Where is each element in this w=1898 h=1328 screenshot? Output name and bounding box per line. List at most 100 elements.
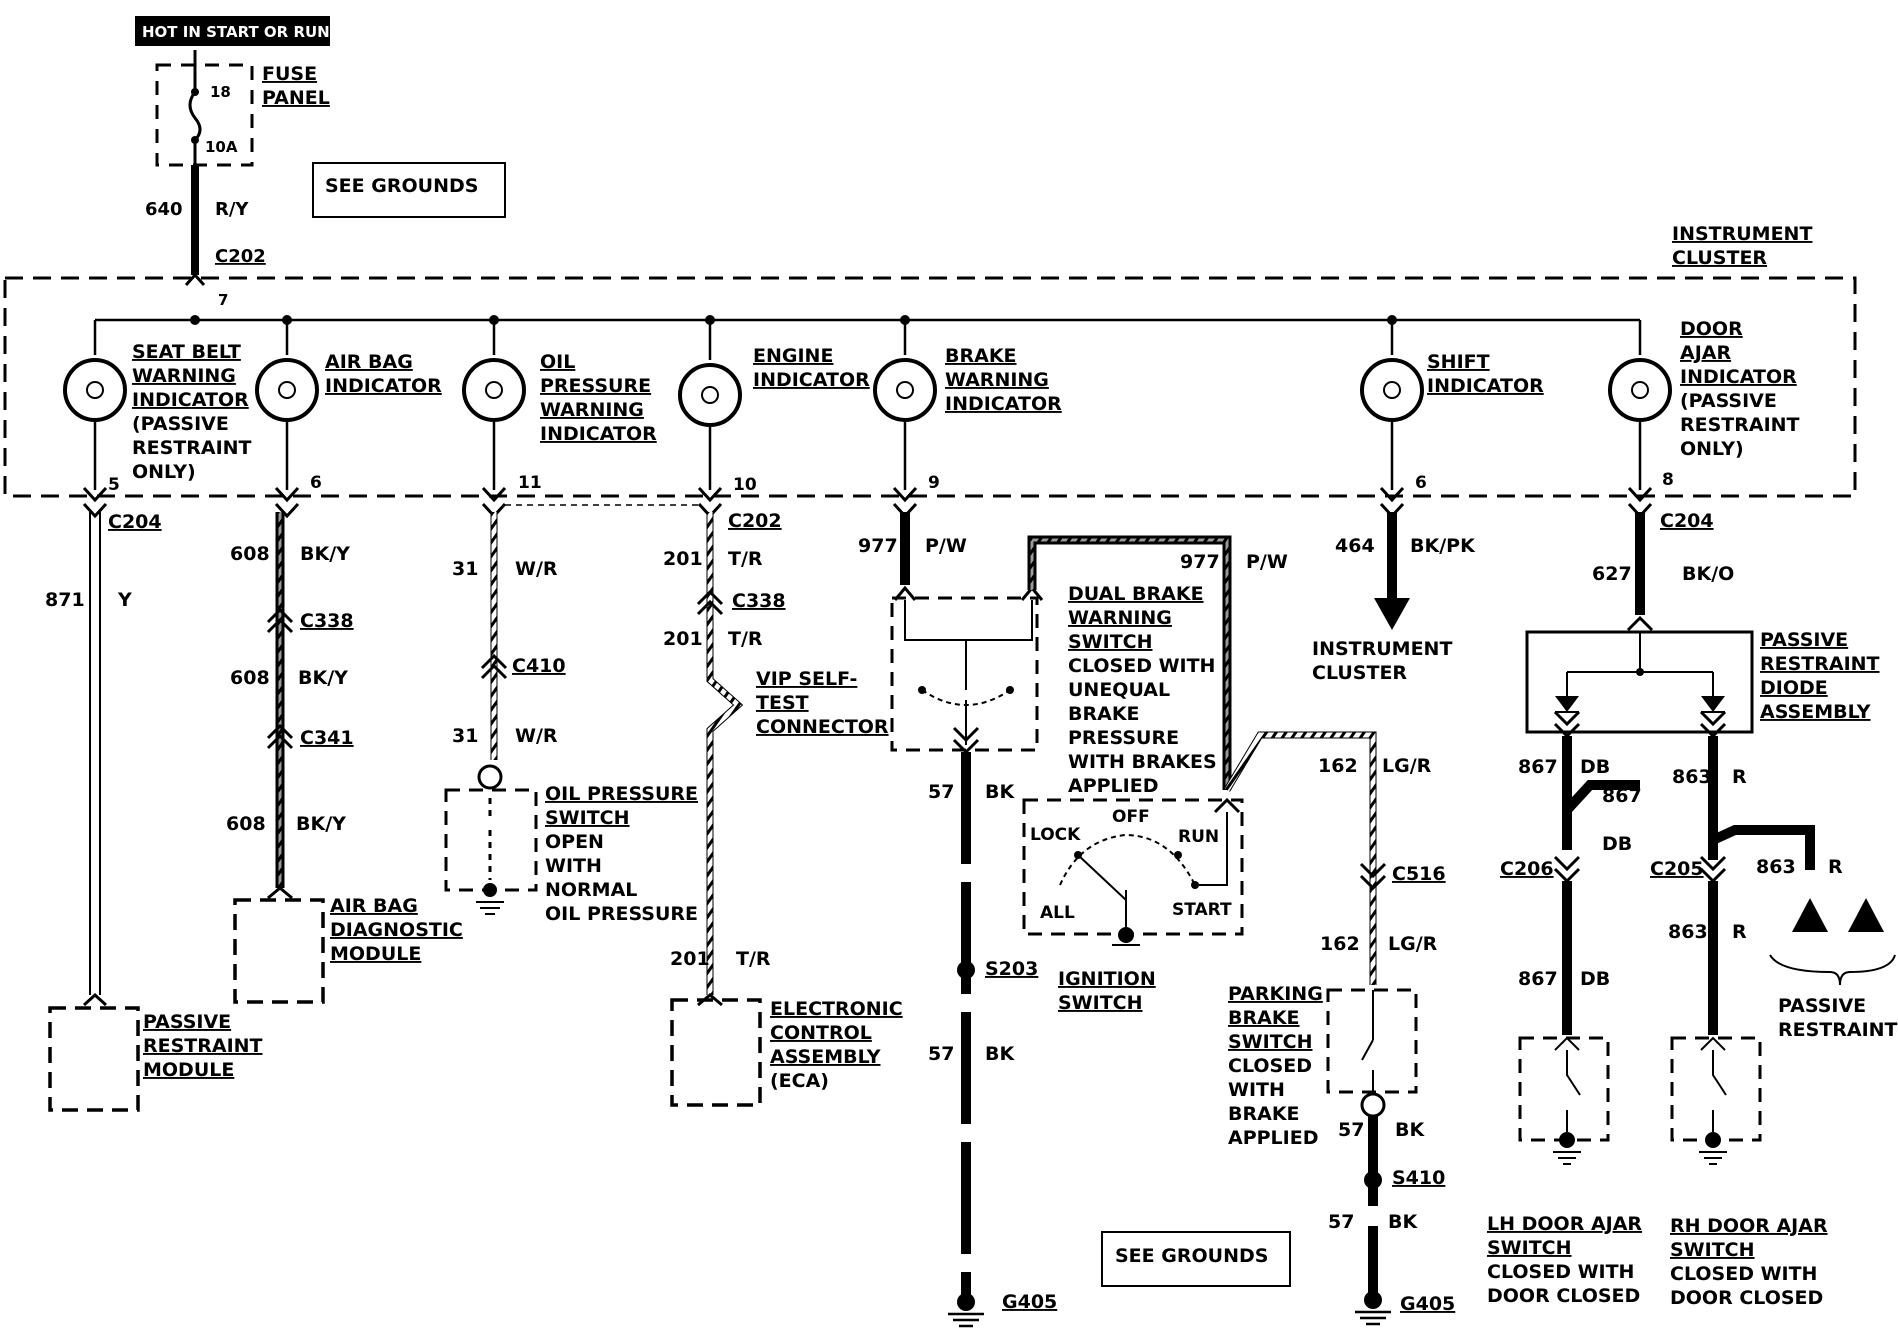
svg-text:RESTRAINT: RESTRAINT bbox=[1680, 414, 1800, 436]
svg-text:PASSIVE: PASSIVE bbox=[143, 1011, 231, 1033]
wire-201-circuit-c: 201 bbox=[670, 948, 710, 970]
svg-text:TEST: TEST bbox=[756, 692, 809, 714]
oil-switch-ground-dot bbox=[483, 883, 497, 897]
svg-text:OPEN: OPEN bbox=[545, 831, 604, 853]
wire-867-color-b: DB bbox=[1602, 833, 1632, 855]
wire-464-circuit: 464 bbox=[1335, 535, 1375, 557]
eca-box bbox=[670, 998, 762, 1107]
wire-871 bbox=[89, 512, 101, 995]
c206-chevrons bbox=[1553, 855, 1581, 884]
svg-text:SWITCH: SWITCH bbox=[1670, 1239, 1755, 1261]
c516-chevrons bbox=[1359, 862, 1387, 891]
wire-977-color-a: P/W bbox=[925, 535, 967, 557]
svg-text:WITH: WITH bbox=[545, 855, 602, 877]
diode-left bbox=[1555, 696, 1579, 712]
wire-608-color-a: BK/Y bbox=[300, 543, 350, 565]
svg-text:RUN: RUN bbox=[1178, 827, 1219, 847]
oil-pressure-switch-label: OIL PRESSURE SWITCH OPEN WITH NORMAL OIL… bbox=[545, 783, 698, 925]
wire-201-color-b: T/R bbox=[728, 628, 763, 650]
svg-text:PRESSURE: PRESSURE bbox=[540, 375, 651, 397]
ground-g405-right-icon bbox=[1355, 1310, 1391, 1326]
wire-977-circuit-b: 977 bbox=[1180, 551, 1220, 573]
svg-text:INDICATOR: INDICATOR bbox=[325, 375, 442, 397]
svg-text:DIODE: DIODE bbox=[1760, 677, 1828, 699]
svg-text:CONTROL: CONTROL bbox=[770, 1022, 872, 1044]
svg-text:DUAL BRAKE: DUAL BRAKE bbox=[1068, 583, 1204, 605]
wire-201-circuit-a: 201 bbox=[663, 548, 703, 570]
dual-brake-switch-box bbox=[890, 596, 1039, 752]
connector-c205: C205 bbox=[1650, 858, 1704, 880]
connector-c410: C410 bbox=[512, 655, 566, 677]
svg-text:APPLIED: APPLIED bbox=[1228, 1127, 1318, 1149]
wire-863-circuit-b: 863 bbox=[1756, 856, 1796, 878]
ground-g405-right-label: G405 bbox=[1400, 1293, 1455, 1315]
wire-977-color-b: P/W bbox=[1246, 551, 1288, 573]
ignition-switch-label: IGNITION SWITCH bbox=[1058, 968, 1156, 1014]
diode-junction bbox=[1636, 668, 1644, 676]
connector-c341: C341 bbox=[300, 727, 354, 749]
splice-s203-label: S203 bbox=[985, 958, 1038, 980]
wire-863-color-b: R bbox=[1828, 856, 1843, 878]
svg-text:CONNECTOR: CONNECTOR bbox=[756, 716, 889, 738]
wire-201-stripe bbox=[707, 512, 742, 995]
svg-text:SWITCH: SWITCH bbox=[545, 807, 630, 829]
feed-color: R/Y bbox=[215, 199, 249, 220]
wire-57-circuit-a: 57 bbox=[928, 781, 954, 803]
cluster-label-1: INSTRUMENT bbox=[1672, 223, 1812, 245]
svg-text:RH DOOR AJAR: RH DOOR AJAR bbox=[1670, 1215, 1828, 1237]
dual-brake-internal bbox=[904, 600, 1033, 690]
svg-text:6: 6 bbox=[310, 473, 322, 493]
wire-863-color-a: R bbox=[1732, 766, 1747, 788]
feed-circuit: 640 bbox=[145, 199, 183, 220]
wire-863-color-c: R bbox=[1732, 921, 1747, 943]
passive-restraint-brace bbox=[1769, 954, 1896, 986]
passive-restraint-arrow-right bbox=[1848, 898, 1884, 932]
svg-text:OFF: OFF bbox=[1112, 807, 1150, 827]
ignition-ground-dot bbox=[1118, 927, 1134, 943]
svg-text:ASSEMBLY: ASSEMBLY bbox=[1760, 701, 1871, 723]
svg-text:AJAR: AJAR bbox=[1680, 342, 1731, 364]
bulb-oil bbox=[462, 358, 526, 422]
wire-977-circuit-a: 977 bbox=[858, 535, 898, 557]
see-grounds-bottom: SEE GROUNDS bbox=[1115, 1245, 1268, 1267]
wire-201-color-a: T/R bbox=[728, 548, 763, 570]
fuse-rating: 10A bbox=[205, 138, 238, 156]
ignition-run-dot bbox=[1174, 851, 1182, 859]
fuse-dot-top bbox=[191, 88, 199, 96]
wire-464-color: BK/PK bbox=[1410, 535, 1476, 557]
svg-text:CLUSTER: CLUSTER bbox=[1312, 662, 1407, 684]
wire-867-circuit-b: 867 bbox=[1602, 785, 1642, 807]
svg-text:OIL PRESSURE: OIL PRESSURE bbox=[545, 903, 698, 925]
oil-pressure-switch-box bbox=[444, 788, 538, 892]
rh-door-switch-label: RH DOOR AJAR SWITCH CLOSED WITH DOOR CLO… bbox=[1670, 1215, 1828, 1309]
svg-text:INDICATOR: INDICATOR bbox=[1427, 375, 1544, 397]
wire-201-circuit-b: 201 bbox=[663, 628, 703, 650]
bulb-shift bbox=[1360, 358, 1424, 422]
vip-connector-label: VIP SELF- TEST CONNECTOR bbox=[756, 668, 889, 738]
svg-text:WITH BRAKES: WITH BRAKES bbox=[1068, 751, 1217, 773]
wire-162-circuit-b: 162 bbox=[1320, 933, 1360, 955]
connector-c204-left: C204 bbox=[108, 511, 162, 533]
fuse-label-2: PANEL bbox=[262, 87, 330, 109]
wire-867 bbox=[1562, 736, 1640, 850]
label-door: DOOR AJAR INDICATOR (PASSIVE RESTRAINT O… bbox=[1680, 318, 1800, 460]
passive-restraint-module-box bbox=[48, 1006, 140, 1112]
wire-871-color: Y bbox=[117, 589, 132, 611]
ignition-wiring bbox=[1195, 812, 1228, 886]
instrument-cluster-label-2: INSTRUMENT CLUSTER bbox=[1312, 638, 1452, 684]
wire-31-circuit-a: 31 bbox=[452, 558, 478, 580]
diode-assembly-chevron bbox=[1626, 615, 1654, 632]
svg-text:BRAKE: BRAKE bbox=[1068, 703, 1140, 725]
svg-text:WARNING: WARNING bbox=[132, 365, 236, 387]
c338-mid-chevrons bbox=[696, 589, 724, 616]
connector-c206: C206 bbox=[1500, 858, 1554, 880]
bulb-brake bbox=[873, 358, 937, 422]
wire-608-color-b: BK/Y bbox=[298, 667, 348, 689]
connector-c204-right: C204 bbox=[1660, 510, 1714, 532]
oil-ground-icon bbox=[476, 901, 504, 915]
brake-chevron-left bbox=[893, 585, 917, 601]
svg-text:RESTRAINT: RESTRAINT bbox=[1760, 653, 1880, 675]
rh-door-switch-ground bbox=[1705, 1132, 1721, 1148]
svg-text:VIP SELF-: VIP SELF- bbox=[756, 668, 857, 690]
instrument-cluster-box bbox=[3, 276, 1857, 498]
